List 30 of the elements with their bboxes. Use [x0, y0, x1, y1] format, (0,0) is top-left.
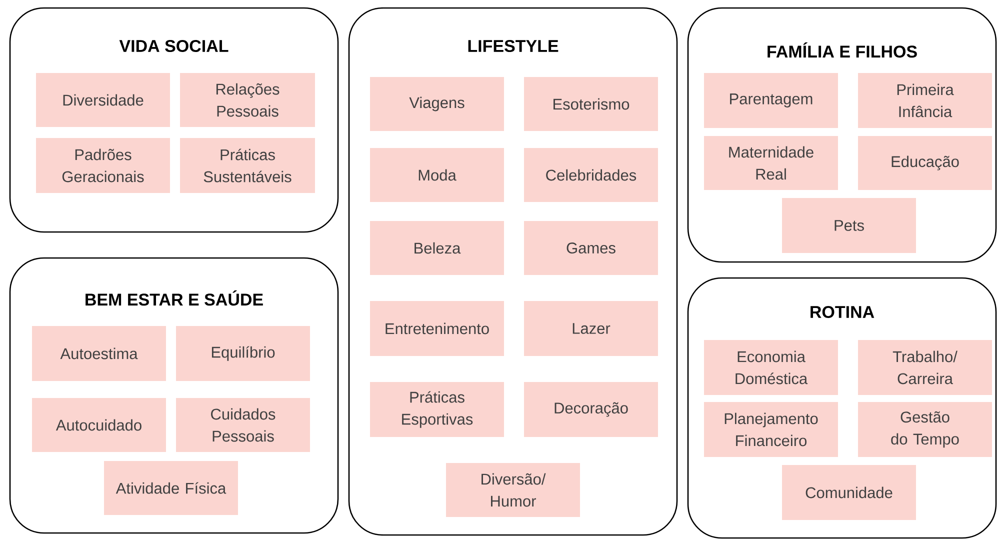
- topic-box: Moda: [370, 148, 504, 202]
- topic-box: Economia Doméstica: [704, 340, 838, 395]
- topic-box: Games: [524, 221, 658, 275]
- topic-box: Educação: [858, 136, 992, 190]
- topic-box: Beleza: [370, 221, 504, 275]
- topic-box: Autocuidado: [32, 398, 166, 452]
- topic-box: Equilíbrio: [176, 326, 310, 381]
- topic-box: Cuidados Pessoais: [176, 398, 310, 452]
- topic-box: Lazer: [524, 301, 658, 356]
- topic-box: Práticas Sustentáveis: [180, 138, 315, 193]
- topic-box: Parentagem: [704, 73, 838, 128]
- topic-box: Esoterismo: [524, 77, 658, 131]
- topic-box: Primeira Infância: [858, 73, 992, 128]
- topic-box: Pets: [782, 198, 916, 253]
- topic-box: Autoestima: [32, 326, 166, 381]
- topic-box: Gestão do Tempo: [858, 402, 992, 457]
- topic-box: Celebridades: [524, 148, 658, 202]
- topic-box: Planejamento Financeiro: [704, 402, 838, 457]
- topic-box: Entretenimento: [370, 301, 504, 356]
- topic-box: Diversão/ Humor: [446, 463, 580, 517]
- topic-box: Relações Pessoais: [180, 73, 315, 127]
- topic-box: Viagens: [370, 77, 504, 131]
- topic-box: Comunidade: [782, 465, 916, 520]
- topic-box: Decoração: [524, 382, 658, 437]
- topic-box: Trabalho/ Carreira: [858, 340, 992, 395]
- topic-box: Práticas Esportivas: [370, 382, 504, 437]
- topic-box: Padrões Geracionais: [36, 138, 170, 193]
- topic-box: Maternidade Real: [704, 136, 838, 190]
- topic-box: Diversidade: [36, 73, 170, 127]
- topic-box: Atividade Física: [104, 461, 238, 515]
